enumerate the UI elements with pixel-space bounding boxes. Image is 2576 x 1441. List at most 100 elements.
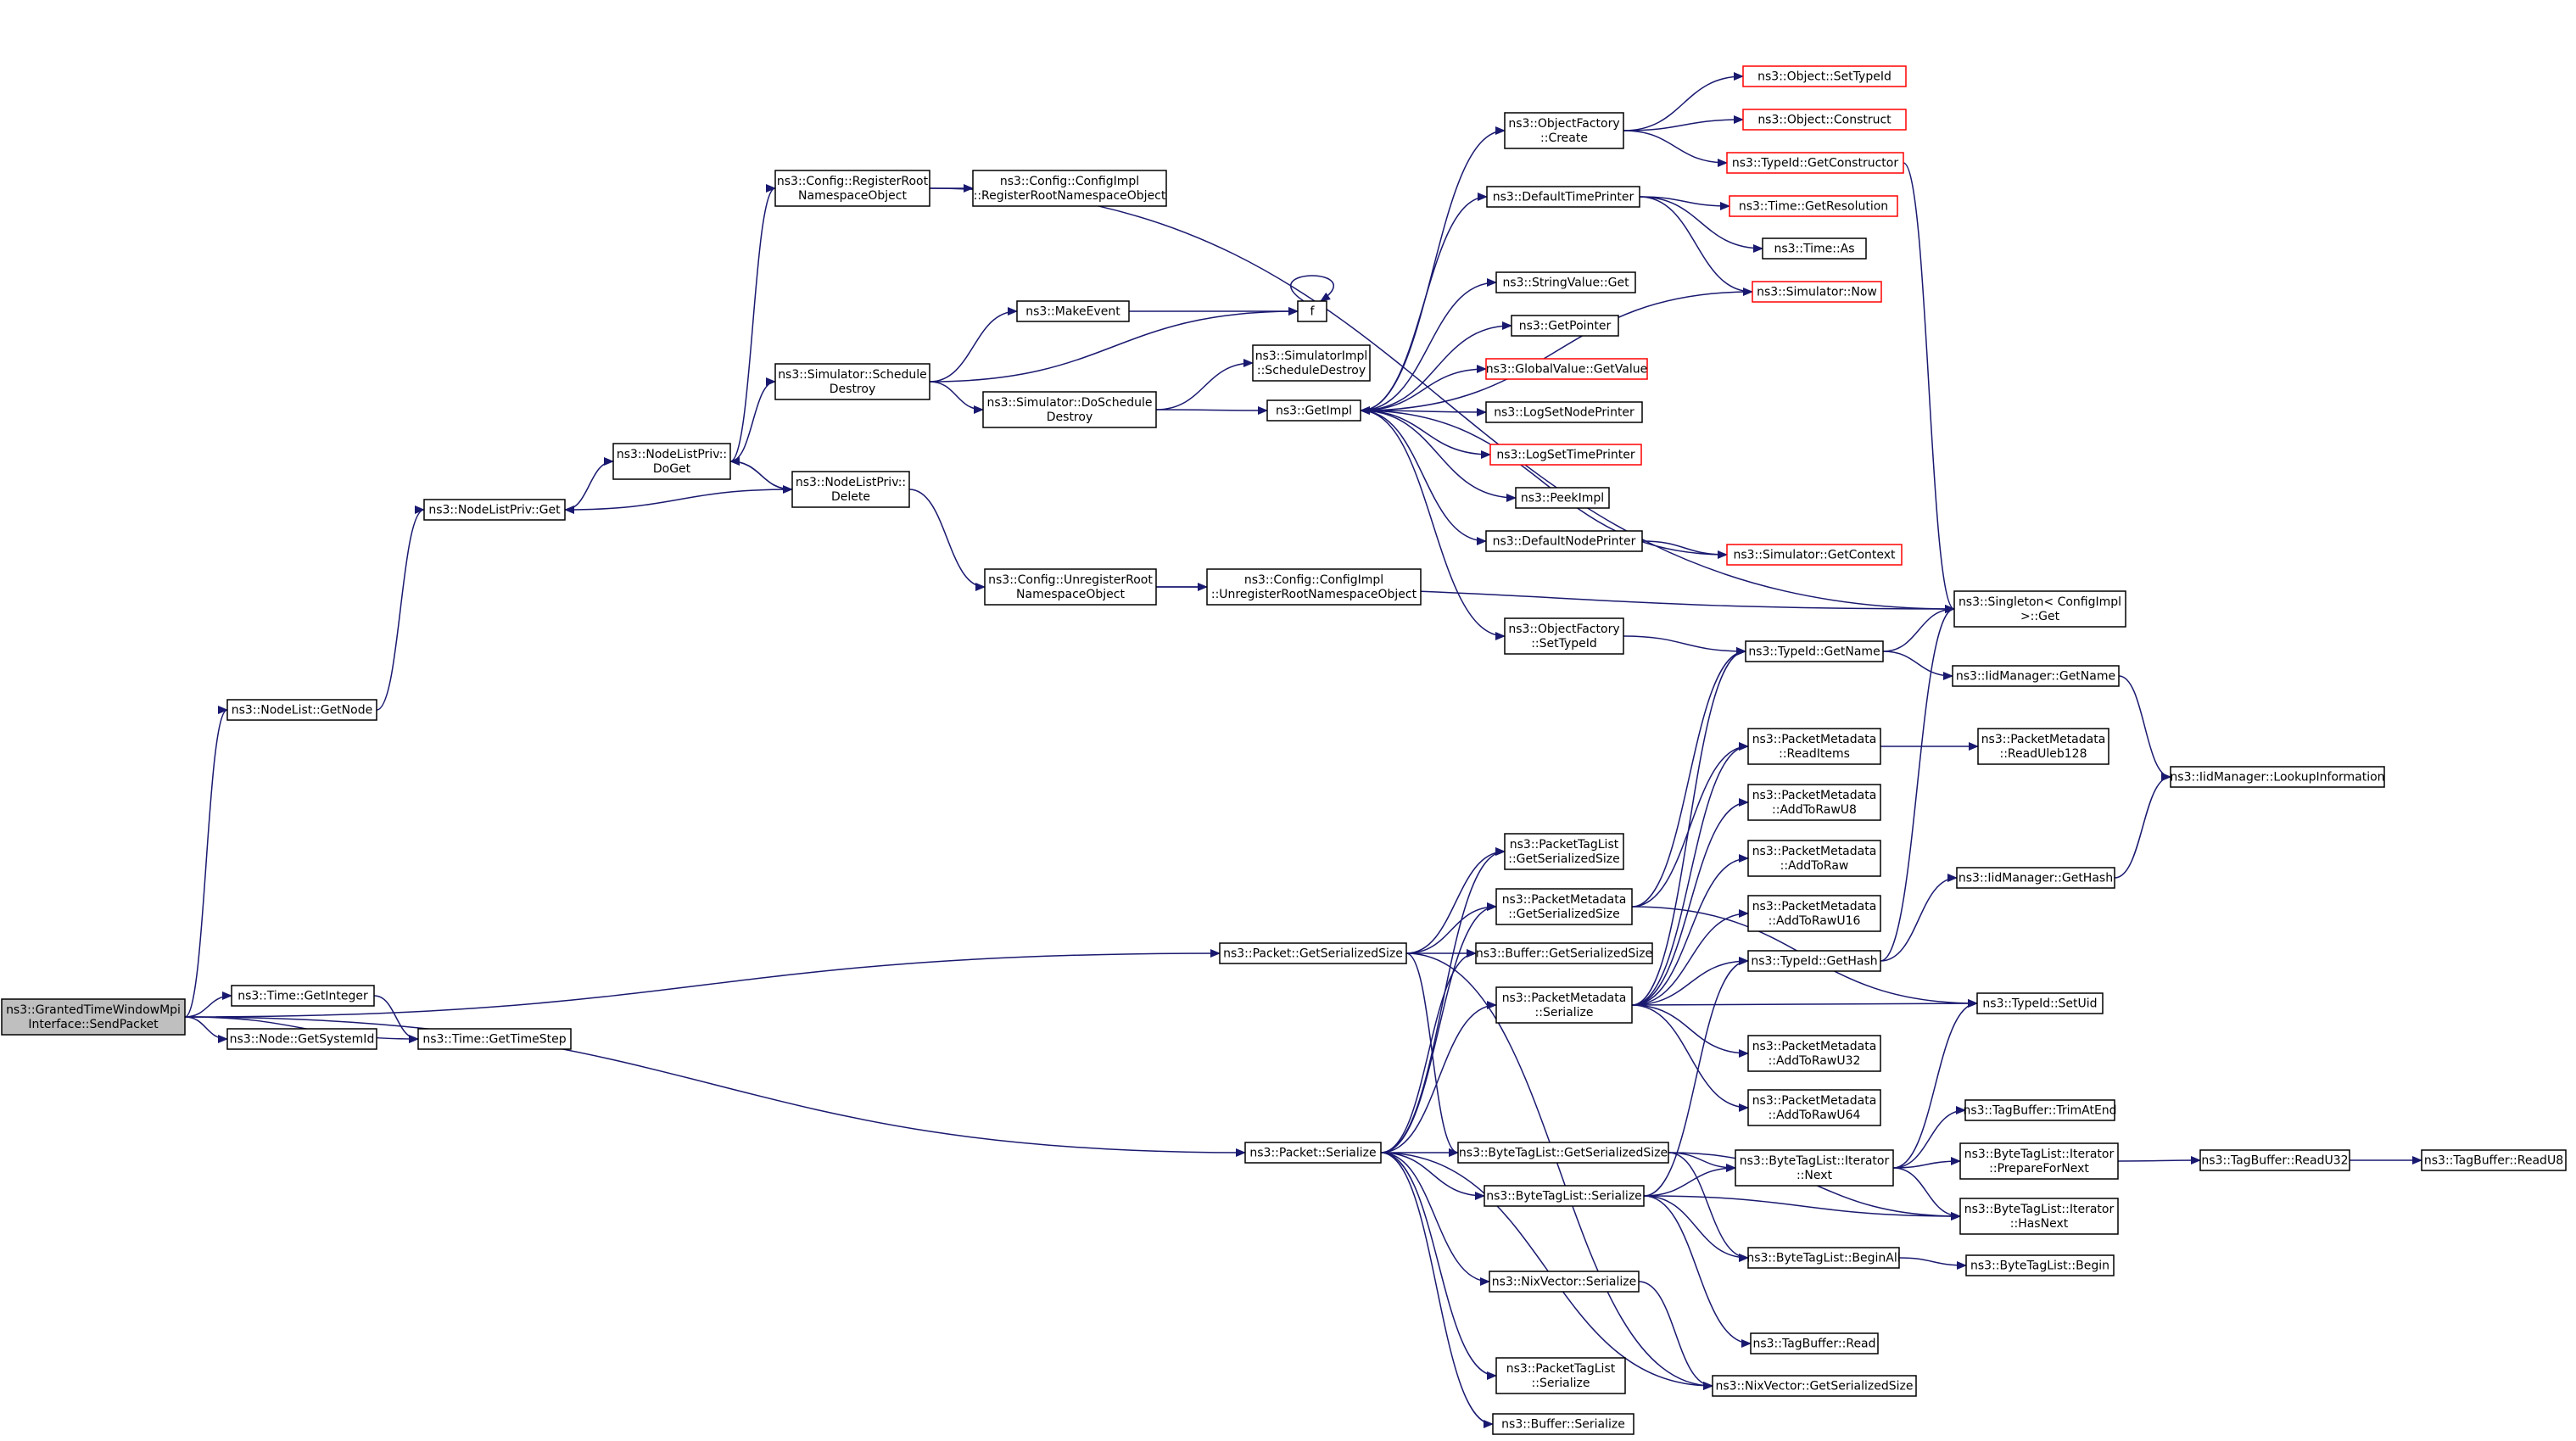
node-box[interactable]: [1747, 784, 1881, 821]
node-typeid-getname[interactable]: ns3::TypeId::GetName: [1745, 640, 1884, 662]
node-btl-iter-hasnext[interactable]: ns3::ByteTagList::Iterator::HasNext: [1959, 1198, 2119, 1235]
node-box[interactable]: [1959, 1198, 2119, 1235]
node-cfg-unregister[interactable]: ns3::Config::UnregisterRootNamespaceObje…: [984, 568, 1157, 606]
node-box[interactable]: [1, 998, 186, 1036]
node-box[interactable]: [1965, 1254, 2115, 1276]
node-box[interactable]: [417, 1028, 572, 1050]
node-box[interactable]: [226, 699, 377, 721]
node-nlp-get[interactable]: ns3::NodeListPriv::Get: [423, 499, 566, 521]
node-btl-beginall[interactable]: ns3::ByteTagList::BeginAll: [1746, 1247, 1901, 1269]
node-pm-serialize[interactable]: ns3::PacketMetadata::Serialize: [1495, 986, 1633, 1024]
node-packet-getserializedsize[interactable]: ns3::Packet::GetSerializedSize: [1219, 942, 1407, 964]
node-tagbuffer-readu8[interactable]: ns3::TagBuffer::ReadU8: [2421, 1149, 2567, 1171]
node-box[interactable]: [1515, 487, 1610, 509]
node-packet-serialize[interactable]: ns3::Packet::Serialize: [1244, 1142, 1382, 1164]
node-buffer-getserializedsize[interactable]: ns3::Buffer::GetSerializedSize: [1475, 942, 1653, 964]
node-nodelist-getnode[interactable]: ns3::NodeList::GetNode: [226, 699, 377, 721]
node-time-getinteger[interactable]: ns3::Time::GetInteger: [231, 985, 375, 1007]
node-pm-addtoraw[interactable]: ns3::PacketMetadata::AddToRaw: [1747, 840, 1881, 877]
node-box[interactable]: [1266, 399, 1361, 422]
node-btl-serialize[interactable]: ns3::ByteTagList::Serialize: [1484, 1185, 1645, 1207]
node-box[interactable]: [1959, 1142, 2119, 1180]
node-box[interactable]: [1244, 1142, 1382, 1164]
node-nlp-doget[interactable]: ns3::NodeListPriv::DoGet: [612, 443, 731, 480]
node-box[interactable]: [1952, 665, 2120, 687]
node-btl-getserializedsize[interactable]: ns3::ByteTagList::GetSerializedSize: [1457, 1142, 1669, 1164]
node-box[interactable]: [1726, 152, 1904, 174]
node-box[interactable]: [1964, 1099, 2115, 1121]
node-box[interactable]: [231, 985, 375, 1007]
node-box[interactable]: [1726, 544, 1903, 566]
node-box[interactable]: [1735, 1149, 1894, 1187]
node-pm-addtorawu8[interactable]: ns3::PacketMetadata::AddToRawU8: [1747, 784, 1881, 821]
node-box[interactable]: [984, 568, 1157, 606]
node-box[interactable]: [1489, 1271, 1640, 1293]
node-cfgimpl-unregister[interactable]: ns3::Config::ConfigImpl::UnregisterRootN…: [1206, 568, 1422, 606]
node-box[interactable]: [1504, 112, 1624, 149]
node-box[interactable]: [423, 499, 566, 521]
node-pm-addtorawu16[interactable]: ns3::PacketMetadata::AddToRawU16: [1747, 895, 1881, 932]
node-box[interactable]: [1747, 1247, 1900, 1269]
node-box[interactable]: [1742, 65, 1907, 87]
node-logsetnodeprinter[interactable]: ns3::LogSetNodePrinter: [1485, 401, 1643, 423]
node-box[interactable]: [791, 471, 910, 508]
node-box[interactable]: [1976, 992, 2104, 1014]
node-tagbuffer-readu32[interactable]: ns3::TagBuffer::ReadU32: [2199, 1149, 2350, 1171]
node-defaultnodeprinter[interactable]: ns3::DefaultNodePrinter: [1485, 530, 1643, 552]
node-btl-begin[interactable]: ns3::ByteTagList::Begin: [1965, 1254, 2115, 1276]
node-sim-getcontext[interactable]: ns3::Simulator::GetContext: [1726, 544, 1903, 566]
node-box[interactable]: [1495, 271, 1636, 293]
node-sim-now[interactable]: ns3::Simulator::Now: [1752, 281, 1882, 303]
node-box[interactable]: [1747, 840, 1881, 877]
node-box[interactable]: [972, 170, 1167, 207]
node-node-getsystemid[interactable]: ns3::Node::GetSystemId: [226, 1028, 377, 1050]
node-pm-getserializedsize[interactable]: ns3::PacketMetadata::GetSerializedSize: [1495, 888, 1633, 925]
node-box[interactable]: [1956, 867, 2115, 889]
node-box[interactable]: [1475, 942, 1653, 964]
node-objfactory-create[interactable]: ns3::ObjectFactory::Create: [1504, 112, 1624, 149]
node-box[interactable]: [1495, 1357, 1626, 1394]
node-pm-addtorawu64[interactable]: ns3::PacketMetadata::AddToRawU64: [1747, 1089, 1881, 1126]
node-cfgimpl-register[interactable]: ns3::Config::ConfigImpl::RegisterRootNam…: [972, 170, 1167, 207]
node-ptl-serialize[interactable]: ns3::PacketTagList::Serialize: [1495, 1357, 1626, 1394]
node-time-getresolution[interactable]: ns3::Time::GetResolution: [1729, 195, 1898, 217]
node-globalvalue-getvalue[interactable]: ns3::GlobalValue::GetValue: [1485, 358, 1648, 380]
node-ptl-getserializedsize[interactable]: ns3::PacketTagList::GetSerializedSize: [1504, 833, 1624, 870]
node-pm-addtorawu32[interactable]: ns3::PacketMetadata::AddToRawU32: [1747, 1035, 1881, 1072]
node-time-as[interactable]: ns3::Time::As: [1762, 237, 1867, 260]
node-box[interactable]: [2199, 1149, 2350, 1171]
node-cfg-register[interactable]: ns3::Config::RegisterRootNamespaceObject: [774, 170, 930, 207]
node-box[interactable]: [1977, 728, 2109, 765]
node-box[interactable]: [1492, 1413, 1634, 1435]
node-box[interactable]: [1712, 1375, 1917, 1397]
node-box[interactable]: [1206, 568, 1422, 606]
node-box[interactable]: [1762, 237, 1867, 260]
node-box[interactable]: [1745, 640, 1884, 662]
node-box[interactable]: [982, 391, 1157, 428]
node-getimpl[interactable]: ns3::GetImpl: [1266, 399, 1361, 422]
node-box[interactable]: [1495, 986, 1633, 1024]
node-buffer-serialize[interactable]: ns3::Buffer::Serialize: [1492, 1413, 1634, 1435]
node-box[interactable]: [1747, 895, 1881, 932]
node-nlp-delete[interactable]: ns3::NodeListPriv::Delete: [791, 471, 910, 508]
node-time-gettimestep[interactable]: ns3::Time::GetTimeStep: [417, 1028, 572, 1050]
node-objfactory-settypeid[interactable]: ns3::ObjectFactory::SetTypeId: [1504, 617, 1624, 655]
node-btl-iter-prepare[interactable]: ns3::ByteTagList::Iterator::PrepareForNe…: [1959, 1142, 2119, 1180]
node-box[interactable]: [1742, 109, 1907, 131]
node-singleton-get[interactable]: ns3::Singleton< ConfigImpl>::Get: [1953, 590, 2126, 628]
node-pm-readuleb128[interactable]: ns3::PacketMetadata::ReadUleb128: [1977, 728, 2109, 765]
node-simimpl-schedule-destroy[interactable]: ns3::SimulatorImpl::ScheduleDestroy: [1252, 344, 1371, 382]
node-box[interactable]: [1495, 888, 1633, 925]
node-getpointer[interactable]: ns3::GetPointer: [1511, 315, 1619, 337]
node-box[interactable]: [1752, 281, 1882, 303]
node-btl-iter-next[interactable]: ns3::ByteTagList::Iterator::Next: [1735, 1149, 1894, 1187]
node-box[interactable]: [1219, 942, 1407, 964]
node-box[interactable]: [2170, 766, 2385, 788]
node-box[interactable]: [1485, 358, 1648, 380]
node-box[interactable]: [1953, 590, 2126, 628]
node-box[interactable]: [1486, 186, 1640, 208]
node-sim-schedule-destroy[interactable]: ns3::Simulator::ScheduleDestroy: [774, 363, 930, 400]
node-box[interactable]: [1489, 444, 1642, 466]
node-typeid-getconstructor[interactable]: ns3::TypeId::GetConstructor: [1726, 152, 1904, 174]
